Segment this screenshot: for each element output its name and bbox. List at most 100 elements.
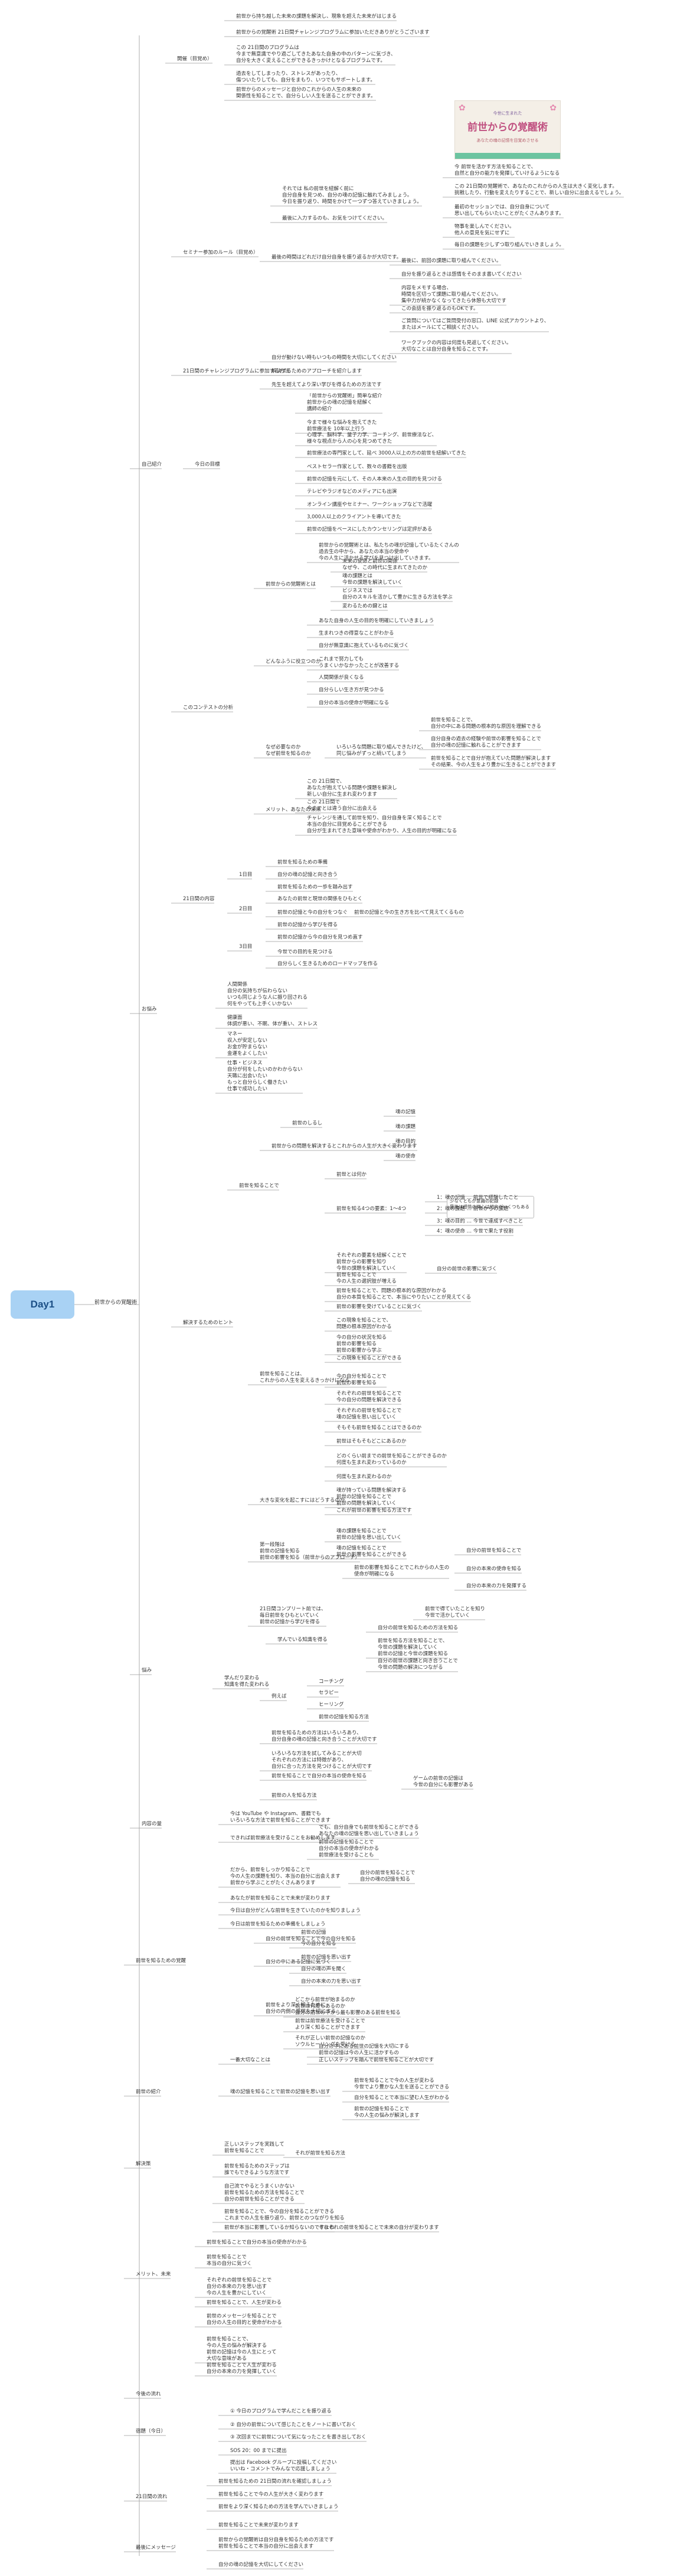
mindmap-node[interactable]: 前世からの問題を解決するとこれからの人生が大きく変わります	[271, 1143, 417, 1150]
mindmap-node[interactable]: 前世を知ることで自分が抱えていた問題が解決します その結果、今の人生をより豊かに…	[431, 756, 556, 769]
mindmap-node[interactable]: ヒーリング	[319, 1702, 344, 1708]
mindmap-node[interactable]: 魂の課題	[395, 1124, 416, 1130]
mindmap-node[interactable]: できれば前世療法を受けることをお勧めします	[230, 1835, 336, 1842]
mindmap-node[interactable]: そもそも前世を知ることはできるのか	[336, 1425, 421, 1431]
mindmap-node[interactable]: ゲームの前世の記憶は 今世の自分にも影響がある	[413, 1776, 473, 1789]
mindmap-node[interactable]: 前世の記憶から学びを得る	[277, 922, 338, 929]
mindmap-node[interactable]: お悩み	[142, 1006, 157, 1013]
mindmap-node[interactable]: 前世からの覚醒術は自分自身を知るための方法です 前世を知ることで本当の自分に出会…	[218, 2537, 334, 2550]
mindmap-node[interactable]: 先生を超えてより深い学びを得るための方法です	[271, 382, 381, 388]
mindmap-node[interactable]: この 21日間のプログラムは 今まで無意識でやり過ごしてきたあなた自身の中のパタ…	[236, 45, 395, 64]
mindmap-node[interactable]: 前世を知ることで、問題の根本的な原因がわかる 自分の本質を知ることで、本当にやり…	[336, 1288, 471, 1301]
mindmap-node[interactable]: 前世からの覚醒術とは	[266, 581, 316, 588]
mindmap-node[interactable]: どのくらい前までの前世を知ることができるのか 何度も生まれ変わっているのか	[336, 1453, 447, 1466]
mindmap-node[interactable]: この会話を振り返るのもOKです。	[401, 306, 478, 312]
mindmap-node[interactable]: 内容をメモする場合、 時間を区切って課題に取り組んでください。 集中力が続かなく…	[401, 285, 506, 305]
mindmap-node[interactable]: 生まれつきの得意なことがわかる	[319, 630, 394, 637]
mindmap-node[interactable]: コーチング	[319, 1679, 344, 1685]
mindmap-node[interactable]: 前世の紹介	[136, 2089, 161, 2096]
mindmap-node[interactable]: 最初のセッションでは、自分自身について 思い出してもらいたいことがたくさんありま…	[454, 204, 564, 217]
mindmap-node[interactable]: 前世は前世療法を受けることで より深く知ることができます	[295, 2018, 365, 2031]
mindmap-node[interactable]: あなたの前世と現世の関係をひもとく	[277, 896, 362, 903]
mindmap-node[interactable]: 魂の記憶を知ることで前世の記憶を思い出す	[230, 2089, 331, 2096]
mindmap-node[interactable]: オンライン講座やセミナー、ワークショップなどで活躍	[307, 502, 432, 508]
mindmap-node[interactable]: 正しいステップを踏んで前世を知ることが大切です	[319, 2057, 434, 2064]
mindmap-node[interactable]: 自分の前世を知るための方法を知る	[378, 1625, 458, 1632]
mindmap-node[interactable]: 解決するためのヒント	[183, 1320, 233, 1326]
mindmap-node[interactable]: 人間関係が良くなる	[319, 675, 364, 681]
mindmap-node[interactable]: 3：魂の目的 … 今世で達成すべきこと	[437, 1218, 523, 1225]
mindmap-node[interactable]: 前世を知ることで 本当の自分に気づく	[207, 2254, 252, 2267]
mindmap-node[interactable]: あなたが前世を知ることで未来が変わります	[230, 1895, 331, 1902]
mindmap-node[interactable]: 例えば	[271, 1694, 287, 1700]
mindmap-node[interactable]: 今の自分の状況を知る 前世の影響を知る 前世の影響から学ぶ	[336, 1335, 387, 1354]
mindmap-node[interactable]: 前世を知ることで、人生が変わる	[207, 2300, 282, 2306]
mindmap-node[interactable]: 21日間の流れ	[136, 2494, 167, 2500]
mindmap-node[interactable]: 健康面 体調が悪い、不眠、体が重い、ストレス	[227, 1015, 318, 1028]
mindmap-node[interactable]: 自分が動けない時もいつもの時間を大切にしてください	[271, 355, 397, 361]
mindmap-node[interactable]: 前世を知るための準備	[277, 859, 328, 866]
mindmap-node[interactable]: 最後にメッセージ	[136, 2545, 176, 2551]
mindmap-node[interactable]: 今日は自分がどんな前世を生きていたのかを知りましょう	[230, 1908, 361, 1914]
mindmap-node[interactable]: これまで努力しても うまくいかなかったことが改善する	[319, 656, 399, 669]
mindmap-node[interactable]: 第一段階は 前世の記憶を知る 前世の影響を知る（前世からのアプローチ）	[260, 1542, 360, 1561]
mindmap-node[interactable]: 今日は前世を知るための準備をしましょう	[230, 1921, 326, 1928]
mindmap-node[interactable]: 最後に、前回の課題に取り組んでください。	[401, 258, 501, 264]
mindmap-node[interactable]: どんなふうに役立つのか	[266, 659, 321, 665]
mindmap-node[interactable]: 前世を知ることで、 自分の中にある問題の根本的な原因を理解できる	[431, 717, 541, 730]
mindmap-node[interactable]: 何度も生まれ変わるのか	[336, 1474, 392, 1480]
mindmap-node[interactable]: それが前世を知る方法	[295, 2150, 345, 2157]
mindmap-node[interactable]: ビジネスでは 自分のスキルを活かして豊かに生きる方法を学ぶ	[342, 588, 453, 601]
mindmap-node[interactable]: 自分の中にある記憶に気づく	[266, 1959, 331, 1966]
mindmap-node[interactable]: 最後の時間はどれだけ自分自身を振り返るかが大切です。	[271, 254, 401, 261]
mindmap-node[interactable]: 前世を知ることで人生が変わる 自分の本来の力を発揮していく	[207, 2362, 277, 2375]
mindmap-node[interactable]: 1日目	[239, 872, 252, 878]
mindmap-node[interactable]: 前世の影響を知ることでこれからの人生の 使命が明確になる	[354, 1565, 449, 1578]
mindmap-node[interactable]: 前世を知るためのステップは 誰でもできるような方法です	[224, 2163, 290, 2176]
mindmap-node[interactable]: 前世を知ることで、今の自分を知ることができる これまでの人生を振り返り、前世との…	[224, 2209, 345, 2222]
mindmap-node[interactable]: 21日間の内容	[183, 896, 214, 903]
mindmap-node[interactable]: 自分の魂の記憶を大切にしてください	[218, 2562, 303, 2568]
mindmap-node[interactable]: 毎日の課題を少しずつ取り組んでいきましょう。	[454, 242, 564, 249]
mindmap-node[interactable]: 一番大切なことは	[230, 2057, 270, 2064]
mindmap-node[interactable]: 内容の量	[142, 1821, 162, 1828]
mindmap-node[interactable]: 正しいステップを実践して 前世を知ることで	[224, 2142, 284, 2155]
mindmap-node[interactable]: 前世療法の専門家として、延べ 3000人以上の方の前世を紐解いてきた	[307, 450, 466, 457]
mindmap-node[interactable]: 前世で得ていたことを知り 今世で活かしていく	[425, 1606, 485, 1619]
mindmap-node[interactable]: 過去をしてしまったり、ストレスがあったり、 傷ついたりしても、自分をまもり、いつ…	[236, 71, 375, 84]
mindmap-node[interactable]: 前世からのメッセージと自分のこれからの人生の未来の 関係性を知ることで、自分らし…	[236, 87, 376, 100]
mindmap-node[interactable]: それでは 私の前世を紐解く前に 自分自身を見つめ、自分の魂の記憶に触れてみましょ…	[282, 186, 422, 205]
mindmap-node[interactable]: 前世が本当に影響しているか知らないのですよね	[224, 2225, 335, 2231]
mindmap-node[interactable]: 仕事・ビジネス 自分が何をしたいのかわからない 天職に出会いたい もっと自分らし…	[227, 1060, 303, 1093]
mindmap-node[interactable]: 未来の使命と前世の関係 なぜ今、この時代に生まれてきたのか	[342, 558, 427, 571]
mindmap-node[interactable]: このコンテストの分析	[183, 705, 233, 711]
mindmap-node[interactable]: SOS 20：00 までに提出	[230, 2448, 287, 2454]
mindmap-node[interactable]: 前世の影響を受けていることに気づく	[336, 1304, 422, 1310]
mindmap-node[interactable]: 3日目	[239, 944, 252, 950]
mindmap-node[interactable]: 「前世からの覚醒術」簡単な紹介 前世からの魂の記憶を紐解く 講師の紹介	[307, 393, 382, 413]
mindmap-node[interactable]: 前世の記憶を思い出す	[301, 1954, 351, 1961]
mindmap-node[interactable]: チャレンジを通して前世を知り、自分自身を深く知ることで 本当の自分に目覚めること…	[307, 815, 457, 835]
mindmap-node[interactable]: 前世を知ることで未来が変わります	[218, 2522, 299, 2529]
mindmap-node[interactable]: 魂が持っている問題を解決する 前世の記憶を知ることで 前世の問題を解決していく	[336, 1488, 407, 1507]
mindmap-node[interactable]: 前世の記憶を知ることで 今の人生の悩みが解決します	[354, 2106, 420, 2119]
mindmap-node[interactable]: でも、自分自身でも前世を知ることができる あなたの魂の記憶を思い出していきましょ…	[319, 1825, 419, 1838]
mindmap-node[interactable]: 今後の流れ	[136, 2391, 161, 2398]
mindmap-node[interactable]: 宿題（今日）	[136, 2428, 166, 2435]
mindmap-node[interactable]: 自分の前世を知ることで 自分の魂の記憶を知る	[360, 1870, 415, 1883]
mindmap-node[interactable]: 1：魂の記憶 … 前世で経験したこと	[437, 1195, 518, 1201]
mindmap-node[interactable]: ベストセラー作家として、数々の書籍を出版	[307, 464, 407, 470]
mindmap-node[interactable]: 自分が無意識に抱えているものに気づく	[319, 643, 409, 649]
mindmap-node[interactable]: いろいろな方法を試してみることが大切 それぞれの方法には特徴があり、 自分に合っ…	[271, 1751, 372, 1770]
mindmap-node[interactable]: 前世からの覚醒術とは、私たちの魂が記憶しているたくさんの 過去生の中から、あなた…	[319, 542, 459, 562]
mindmap-node[interactable]: だから、前世をしっかり知ることで 今の人生の課題を知り、本当の自分に出会えます …	[230, 1867, 341, 1887]
mindmap-node[interactable]: 今は YouTube や Instagram、書籍でも いろいろな方法で前世を知…	[230, 1811, 331, 1824]
mindmap-node[interactable]: ③ 次回までに前世について気になったことを書き出しておく	[230, 2434, 367, 2441]
mindmap-node[interactable]: 自分の魂の声を聞く	[301, 1966, 346, 1973]
mindmap-node[interactable]: 心理学、脳科学、量子力学、コーチング、前世療法など、 様々な視点から人の心を見つ…	[307, 432, 437, 445]
mindmap-node[interactable]: 前世の記憶と今の生き方を比べて見えてくるもの	[354, 910, 464, 916]
mindmap-node[interactable]: 前世の記憶から今の自分を見つめ直す	[277, 934, 363, 941]
mindmap-node[interactable]: テレビやラジオなどのメディアにも出演	[307, 489, 397, 495]
mindmap-node[interactable]: 前世を知ることは、 これからの人生を変えるきっかけになる	[260, 1371, 349, 1384]
mindmap-node[interactable]: ① 今日のプログラムで学んだことを振り返る	[230, 2408, 332, 2415]
